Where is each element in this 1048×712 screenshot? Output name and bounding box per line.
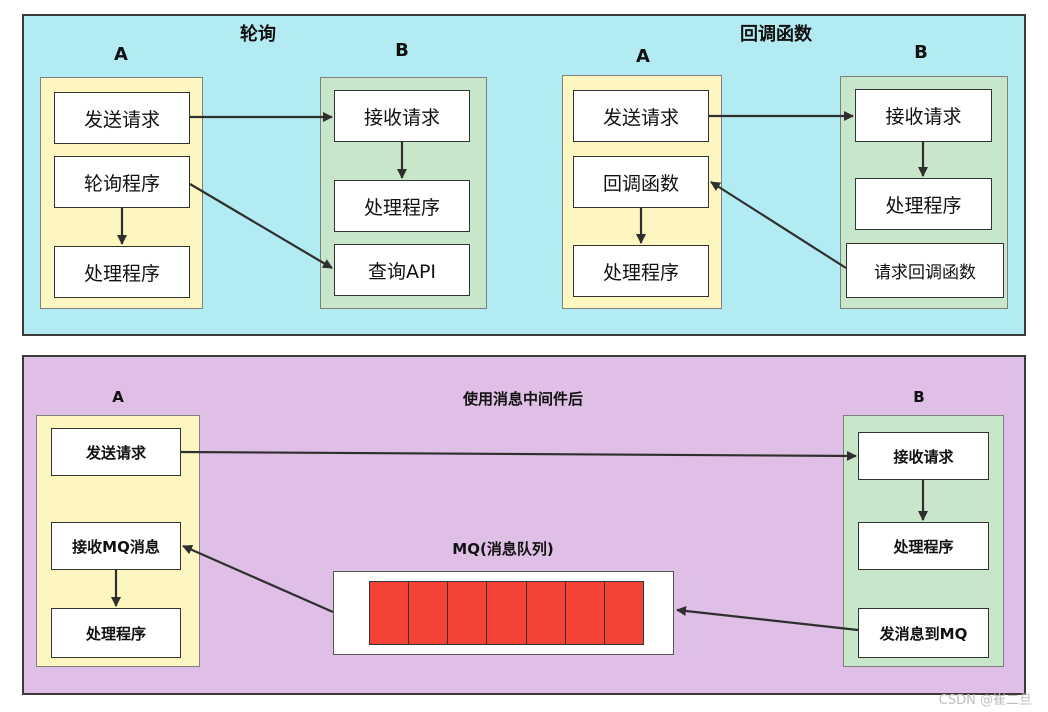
queue-cells <box>369 581 644 645</box>
callback-send-request-box: 发送请求 <box>573 90 709 142</box>
queue-cell <box>526 582 566 644</box>
middleware-a-label: A <box>112 388 124 406</box>
queue-cell <box>604 582 643 644</box>
polling-handler-a-box: 处理程序 <box>54 246 190 298</box>
callback-a-label: A <box>636 46 650 67</box>
middleware-handler-a-box: 处理程序 <box>51 608 181 658</box>
queue-cell <box>448 582 488 644</box>
middleware-send-to-mq-box: 发消息到MQ <box>858 608 989 658</box>
callback-b-label: B <box>914 42 928 63</box>
middleware-send-request-box: 发送请求 <box>51 428 181 476</box>
middleware-title: 使用消息中间件后 <box>462 390 584 408</box>
message-queue <box>333 571 674 655</box>
queue-cell <box>565 582 605 644</box>
callback-handler-b-box: 处理程序 <box>855 178 992 230</box>
queue-cell <box>409 582 449 644</box>
queue-cell <box>487 582 527 644</box>
middleware-b-label: B <box>913 388 925 406</box>
middleware-receive-mq-box: 接收MQ消息 <box>51 522 181 570</box>
callback-receive-request-box: 接收请求 <box>855 89 992 142</box>
callback-function-box: 回调函数 <box>573 156 709 208</box>
polling-send-request-box: 发送请求 <box>54 92 190 144</box>
polling-b-label: B <box>395 40 409 61</box>
polling-query-api-box: 查询API <box>334 244 470 296</box>
polling-title: 轮询 <box>240 24 276 45</box>
polling-poller-box: 轮询程序 <box>54 156 190 208</box>
queue-label: MQ(消息队列) <box>452 540 554 558</box>
watermark: CSDN @崔二旦 <box>938 693 1032 708</box>
middleware-handler-b-box: 处理程序 <box>858 522 989 570</box>
polling-a-label: A <box>114 44 128 65</box>
callback-handler-a-box: 处理程序 <box>573 245 709 297</box>
queue-cell <box>370 582 410 644</box>
callback-title: 回调函数 <box>740 24 812 45</box>
callback-request-callback-box: 请求回调函数 <box>846 243 1004 298</box>
middleware-receive-request-box: 接收请求 <box>858 432 989 480</box>
polling-handler-b-box: 处理程序 <box>334 180 470 232</box>
polling-receive-request-box: 接收请求 <box>334 90 470 142</box>
